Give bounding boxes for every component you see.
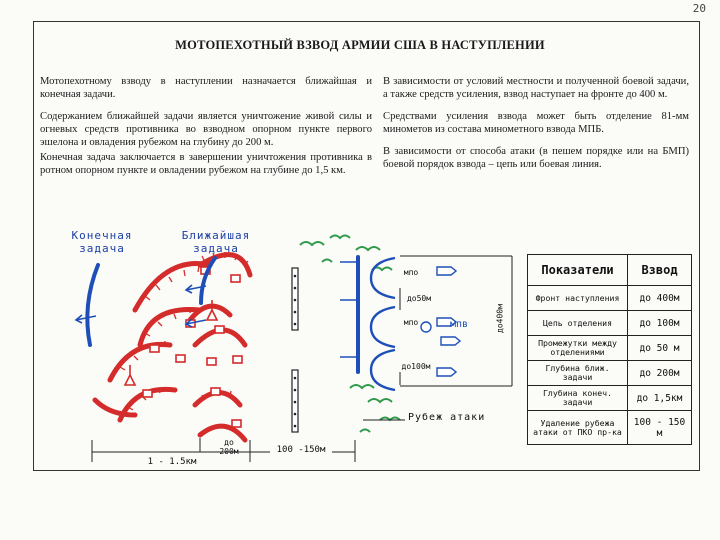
friendly-brackets	[369, 256, 396, 392]
enemy-triangles	[123, 300, 219, 386]
mpo-label-1: мпо	[403, 268, 419, 277]
friendly-lines	[85, 255, 360, 374]
obstacle-strips	[291, 267, 299, 433]
attack-line-label: Рубеж атаки	[408, 412, 486, 423]
row-label: Фронт наступления	[527, 285, 628, 311]
enemy-squares	[142, 266, 243, 428]
table-header-row: Показатели Взвод	[527, 254, 692, 286]
page-number: 20	[692, 2, 706, 15]
terrain-bushes	[299, 234, 401, 433]
paragraph: Содержанием ближайшей задачи является ун…	[40, 111, 372, 148]
do200-label: до 200м	[219, 438, 239, 456]
distance-final-label: 1 - 1.5км	[147, 457, 197, 467]
bmp-vehicles	[420, 266, 462, 377]
friendly-arrows	[74, 261, 356, 358]
slide-frame	[33, 21, 700, 471]
table-row: Фронт наступления до 400м	[527, 285, 692, 311]
row-label: Глубина конеч. задачи	[527, 385, 628, 411]
final-task-label: Конечная задача	[71, 229, 133, 255]
row-label: Удаление рубежа атаки от ПКО пр-ка	[527, 410, 628, 445]
indicators-table: Показатели Взвод Фронт наступления до 40…	[527, 254, 692, 445]
page-title: МОТОПЕХОТНЫЙ ВЗВОД АРМИИ США В НАСТУПЛЕН…	[175, 38, 545, 52]
table-row: Глубина конеч. задачи до 1,5км	[527, 385, 692, 411]
row-label: Цепь отделения	[527, 310, 628, 336]
row-value: до 50 м	[627, 335, 692, 361]
row-value: 100 - 150 м	[627, 410, 692, 445]
right-text-column: В зависимости от условий местности и пол…	[383, 75, 689, 180]
distance-attack-label: 100 -150м	[270, 446, 332, 455]
table-row: Глубина ближ. задачи до 200м	[527, 360, 692, 386]
paragraph: Конечная задача заключается в завершении…	[40, 152, 372, 176]
obstacle-dots	[293, 274, 297, 428]
near-task-label: Ближайшая задача	[181, 229, 251, 255]
row-label: Промежутки между отделениями	[527, 335, 628, 361]
table-row: Цепь отделения до 100м	[527, 310, 692, 336]
row-value: до 400м	[627, 285, 692, 311]
paragraph: В зависимости от условий местности и пол…	[383, 76, 689, 100]
row-value: до 100м	[627, 310, 692, 336]
do100-label: до100м	[401, 362, 431, 371]
row-label: Глубина ближ. задачи	[527, 360, 628, 386]
do400-label: до400м	[495, 298, 505, 339]
left-text-column: Мотопехотному взводу в наступлении назна…	[40, 75, 372, 186]
dimension-lines	[91, 255, 513, 462]
paragraph: В зависимости от способа атаки (в пешем …	[383, 146, 689, 170]
enemy-positions	[92, 252, 253, 443]
do50-label: до50м	[406, 294, 432, 303]
header-indicators: Показатели	[527, 254, 628, 286]
row-value: до 200м	[627, 360, 692, 386]
table-row: Удаление рубежа атаки от ПКО пр-ка 100 -…	[527, 410, 692, 445]
paragraph: Средствами усиления взвода может быть от…	[383, 111, 689, 135]
mpv-label: мпв	[449, 319, 469, 330]
mpo-label-2: мпо	[403, 318, 419, 327]
row-value: до 1,5км	[627, 385, 692, 411]
paragraph: Мотопехотному взводу в наступлении назна…	[40, 76, 372, 100]
table-row: Промежутки между отделениями до 50 м	[527, 335, 692, 361]
header-platoon: Взвод	[627, 254, 692, 286]
